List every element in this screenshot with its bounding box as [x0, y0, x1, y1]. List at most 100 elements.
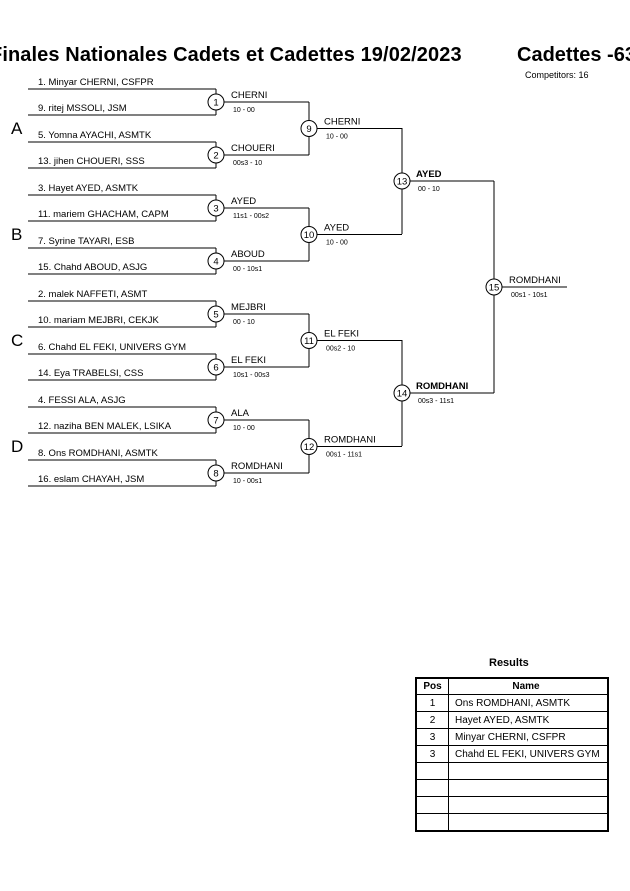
competitor-name: 12. naziha BEN MALEK, LSIKA — [38, 421, 172, 432]
competitor-name: 6. Chahd EL FEKI, UNIVERS GYM — [38, 342, 186, 353]
match-winner: AYED — [324, 223, 349, 234]
result-pos: 3 — [415, 728, 449, 746]
match-number-circle — [485, 278, 503, 296]
result-name: Ons ROMDHANI, ASMTK — [448, 694, 609, 712]
results-row — [415, 813, 609, 832]
match-number-circle — [207, 464, 225, 482]
category-title: Cadettes -63 — [517, 44, 630, 66]
match-number: 6 — [213, 363, 218, 374]
match-score: 10s1 - 00s3 — [233, 372, 270, 379]
final-winner: ROMDHANI — [509, 275, 561, 286]
match-number: 4 — [213, 257, 218, 268]
competitor-name: 4. FESSI ALA, ASJG — [38, 395, 126, 406]
final-score: 00s1 - 10s1 — [511, 292, 548, 299]
match-winner: CHERNI — [324, 117, 360, 128]
result-name — [448, 796, 609, 814]
match-winner: CHERNI — [231, 90, 267, 101]
match-score: 10 - 00s1 — [233, 478, 262, 485]
match-score: 10 - 00 — [233, 107, 255, 114]
match-score: 10 - 00 — [326, 240, 348, 247]
match-score: 00 - 10 — [418, 186, 440, 193]
results-header-name: Name — [448, 677, 609, 695]
match-score: 10 - 00 — [233, 425, 255, 432]
result-name — [448, 779, 609, 797]
match-score: 00 - 10s1 — [233, 266, 262, 273]
match-number: 12 — [304, 442, 315, 453]
competitor-name: 8. Ons ROMDHANI, ASMTK — [38, 448, 158, 459]
results-row — [415, 796, 609, 814]
competitor-name: 2. malek NAFFETI, ASMT — [38, 289, 147, 300]
match-number: 5 — [213, 310, 218, 321]
match-number-circle — [207, 305, 225, 323]
match-winner: ROMDHANI — [231, 461, 283, 472]
match-score: 00s3 - 11s1 — [418, 398, 454, 405]
pool-label: C — [11, 331, 23, 350]
competitor-name: 9. ritej MSSOLI, JSM — [38, 103, 127, 114]
competitor-name: 5. Yomna AYACHI, ASMTK — [38, 130, 152, 141]
match-number-circle — [207, 199, 225, 217]
pool-label: D — [11, 437, 23, 456]
match-score: 11s1 - 00s2 — [233, 213, 269, 220]
match-number: 14 — [397, 389, 408, 400]
result-name: Hayet AYED, ASMTK — [448, 711, 609, 729]
match-number: 1 — [213, 98, 218, 109]
competitor-name: 15. Chahd ABOUD, ASJG — [38, 262, 147, 273]
match-winner: MEJBRI — [231, 302, 266, 313]
match-winner: CHOUERI — [231, 143, 275, 154]
match-number-circle — [207, 411, 225, 429]
match-number: 3 — [213, 204, 218, 215]
match-number-circle — [207, 93, 225, 111]
competitor-name: 16. eslam CHAYAH, JSM — [38, 474, 144, 485]
competitor-name: 14. Eya TRABELSI, CSS — [38, 368, 143, 379]
competitor-name: 13. jihen CHOUERI, SSS — [38, 156, 145, 167]
results-row — [415, 762, 609, 780]
match-number-circle — [207, 146, 225, 164]
match-score: 00s1 - 11s1 — [326, 452, 362, 459]
match-number: 13 — [397, 177, 408, 188]
match-number-circle — [300, 438, 318, 455]
match-number: 11 — [304, 336, 314, 347]
results-header-row: Pos Name — [415, 677, 609, 695]
match-winner: ROMDHANI — [416, 381, 468, 392]
result-name: Chahd EL FEKI, UNIVERS GYM — [448, 745, 609, 763]
match-number-circle — [300, 226, 318, 243]
match-winner: ROMDHANI — [324, 435, 376, 446]
results-row — [415, 779, 609, 797]
match-winner: EL FEKI — [231, 355, 266, 366]
match-number-circle — [207, 252, 225, 270]
match-number: 8 — [213, 469, 218, 480]
result-name — [448, 762, 609, 780]
competitor-name: 10. mariam MEJBRI, CEKJK — [38, 315, 160, 326]
match-number-circle — [300, 120, 318, 137]
match-winner: ABOUD — [231, 249, 265, 260]
page-title: Finales Nationales Cadets et Cadettes 19… — [0, 44, 462, 66]
match-score: 00s3 - 10 — [233, 160, 262, 167]
competitor-name: 3. Hayet AYED, ASMTK — [38, 183, 139, 194]
match-number: 10 — [304, 230, 315, 241]
competitors-count: Competitors: 16 — [525, 70, 589, 80]
match-score: 00 - 10 — [233, 319, 255, 326]
match-number-circle — [393, 384, 411, 402]
result-pos: 2 — [415, 711, 449, 729]
result-pos — [415, 813, 449, 832]
results-header-pos: Pos — [415, 677, 449, 695]
results-title: Results — [489, 657, 529, 669]
match-number: 9 — [306, 124, 311, 135]
match-winner: AYED — [231, 196, 256, 207]
match-winner: AYED — [416, 169, 442, 180]
result-pos: 1 — [415, 694, 449, 712]
result-pos — [415, 779, 449, 797]
pool-label: B — [11, 225, 22, 244]
match-score: 00s2 - 10 — [326, 346, 355, 353]
result-pos — [415, 762, 449, 780]
match-number: 7 — [213, 416, 218, 427]
competitor-name: 1. Minyar CHERNI, CSFPR — [38, 77, 154, 88]
match-winner: EL FEKI — [324, 329, 359, 340]
